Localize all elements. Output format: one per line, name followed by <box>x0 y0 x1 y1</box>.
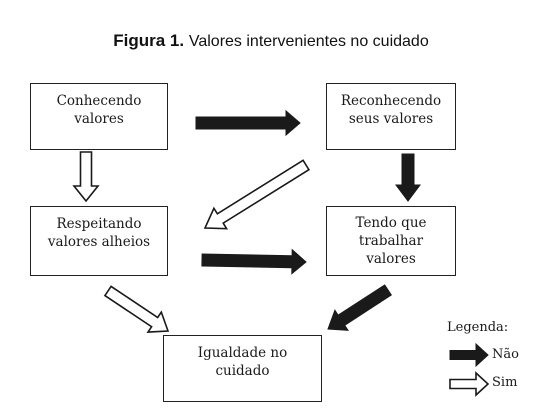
arrow-conhecendo-to-reconhecendo <box>195 109 301 137</box>
node-reconhecendo-label: Reconhecendo seus valores <box>340 93 442 128</box>
node-conhecendo: Conhecendo valores <box>30 83 168 150</box>
node-igualdade: Igualdade no cuidado <box>163 335 322 402</box>
node-tendo-label: Tendo que trabalhar valores <box>355 214 427 268</box>
node-reconhecendo: Reconhecendo seus valores <box>326 83 456 150</box>
arrow-conhecendo-to-respeitando <box>72 151 100 203</box>
legend-sim-label: Sim <box>492 375 518 390</box>
node-respeitando-label: Respeitando valores alheios <box>47 216 151 251</box>
legend-sim-arrow-icon <box>449 371 490 397</box>
arrow-reconhecendo-to-respeitando <box>203 159 310 230</box>
node-conhecendo-label: Conhecendo valores <box>56 93 142 128</box>
node-igualdade-label: Igualdade no cuidado <box>197 345 288 380</box>
arrow-respeitando-to-tendo <box>201 248 307 275</box>
legend-nao-label: Não <box>492 347 519 362</box>
legend-title: Legenda: <box>447 320 509 335</box>
figure-caption: Valores intervenientes no cuidado <box>188 33 429 50</box>
arrow-reconhecendo-to-tendo <box>395 153 421 202</box>
figure-title: Figura 1. Valores intervenientes no cuid… <box>0 31 542 51</box>
figure-number: Figura 1. <box>113 31 185 50</box>
legend-nao-arrow-icon <box>449 342 489 368</box>
node-respeitando: Respeitando valores alheios <box>30 206 168 276</box>
node-tendo: Tendo que trabalhar valores <box>326 206 456 276</box>
arrow-tendo-to-igualdade <box>327 284 392 331</box>
arrow-respeitando-to-igualdade <box>103 285 170 333</box>
